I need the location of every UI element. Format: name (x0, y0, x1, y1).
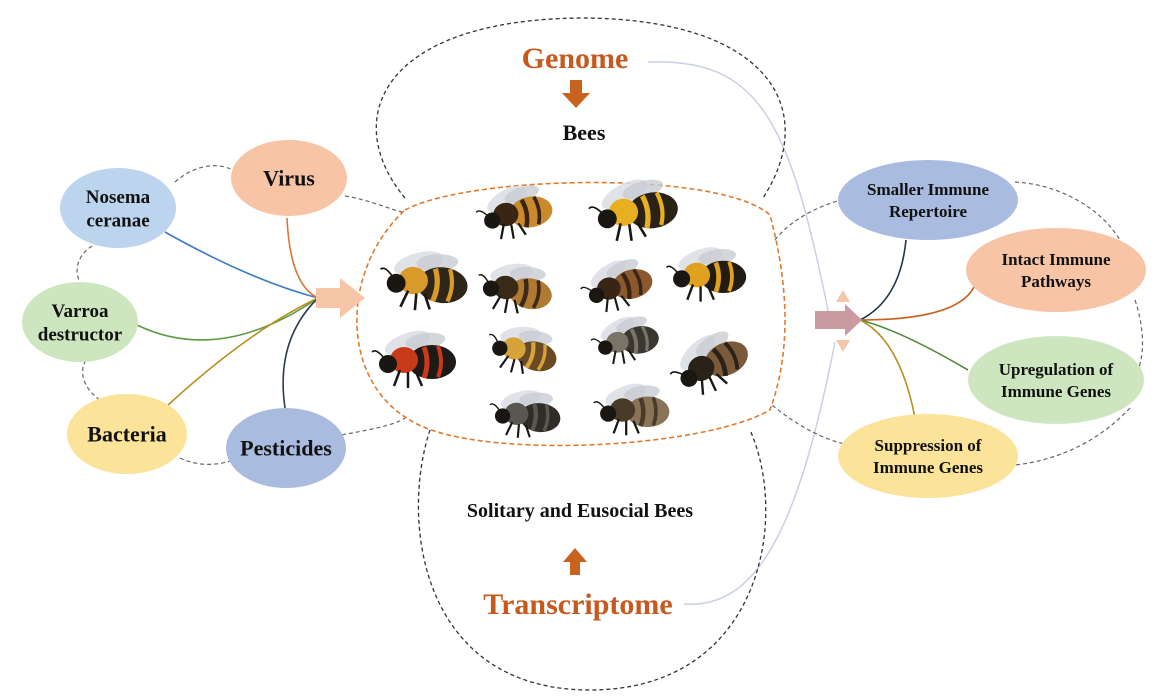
genome-down-arrow (562, 80, 590, 108)
node-smaller-label-1: Repertoire (889, 202, 967, 221)
bee-photo-10 (669, 331, 748, 395)
genome-title: Genome (522, 42, 629, 75)
node-upreg-label-1: Immune Genes (1001, 382, 1111, 401)
node-suppress: Suppression of Immune Genes (838, 414, 1018, 498)
right-line-suppress (859, 319, 916, 419)
left-input-arrow (316, 278, 365, 318)
node-upreg-label-0: Upregulation of (999, 360, 1114, 379)
transcriptome-title: Transcriptome (483, 588, 672, 621)
transcriptome-dashed-loop (417, 429, 767, 691)
bee-photo-11 (489, 390, 561, 438)
transcriptome-connector-curve (683, 341, 836, 605)
bee-collection-dashed-lens (356, 181, 786, 447)
node-virus-ellipse (231, 140, 347, 216)
node-virus-label-0: Virus (263, 166, 315, 191)
left-line-virus (286, 217, 319, 299)
genome-connector-curve (647, 61, 831, 321)
right-output-arrow (815, 290, 862, 352)
node-pesticides: Pesticides (226, 408, 346, 488)
node-intact-label-1: Pathways (1021, 272, 1091, 291)
solitary-eusocial-label: Solitary and Eusocial Bees (467, 500, 693, 522)
left-network-dashed-outline (76, 165, 406, 465)
genome-dashed-loop (375, 17, 786, 199)
node-smaller-ellipse (838, 160, 1018, 240)
node-bacteria-ellipse (67, 394, 187, 474)
node-pesticides-label-0: Pesticides (240, 436, 332, 461)
node-upreg-ellipse (968, 336, 1144, 424)
node-virus: Virus (231, 140, 347, 216)
left-connector-lines (136, 217, 319, 409)
right-line-smaller (859, 239, 907, 321)
bee-photo-2 (588, 179, 678, 242)
bee-photo-3 (379, 251, 468, 311)
left-line-nosema (164, 231, 319, 299)
bee-photo-6 (665, 247, 747, 302)
node-varroa: Varroa destructor (22, 282, 138, 362)
bee-photo-1 (475, 185, 553, 240)
left-line-pesticides (282, 297, 319, 409)
node-smaller-label-0: Smaller Immune (867, 180, 989, 199)
node-nosema-label-1: ceranae (86, 211, 149, 232)
node-suppress-ellipse (838, 414, 1018, 498)
node-bacteria: Bacteria (67, 394, 187, 474)
right-line-intact (859, 284, 976, 321)
right-line-upreg (859, 319, 969, 371)
node-suppress-label-1: Immune Genes (873, 458, 983, 477)
node-varroa-label-0: Varroa (52, 301, 110, 322)
node-nosema-label-0: Nosema (86, 187, 151, 208)
bee-photo-4 (478, 263, 552, 314)
node-upreg: Upregulation of Immune Genes (968, 336, 1144, 424)
node-varroa-ellipse (22, 282, 138, 362)
bee-photo-9 (590, 316, 659, 365)
bee-photo-12 (593, 383, 670, 436)
node-intact-ellipse (966, 228, 1146, 312)
bee-photo-8 (489, 326, 557, 374)
bee-photo-grid (371, 179, 748, 438)
bee-photo-7 (371, 330, 456, 388)
right-connector-lines (859, 239, 976, 419)
node-pesticides-ellipse (226, 408, 346, 488)
left-line-varroa (136, 297, 319, 341)
left-line-bacteria (167, 297, 319, 406)
bees-label: Bees (563, 120, 606, 145)
node-nosema-ellipse (60, 168, 176, 248)
right-network-dashed-outline (771, 181, 1144, 466)
node-nosema: Nosema ceranae (60, 168, 176, 248)
node-bacteria-label-0: Bacteria (87, 422, 166, 447)
bee-photo-5 (580, 259, 653, 313)
transcriptome-up-arrow (563, 548, 587, 575)
node-intact-label-0: Intact Immune (1001, 250, 1111, 269)
node-varroa-label-1: destructor (38, 325, 123, 346)
node-suppress-label-0: Suppression of (875, 436, 982, 455)
